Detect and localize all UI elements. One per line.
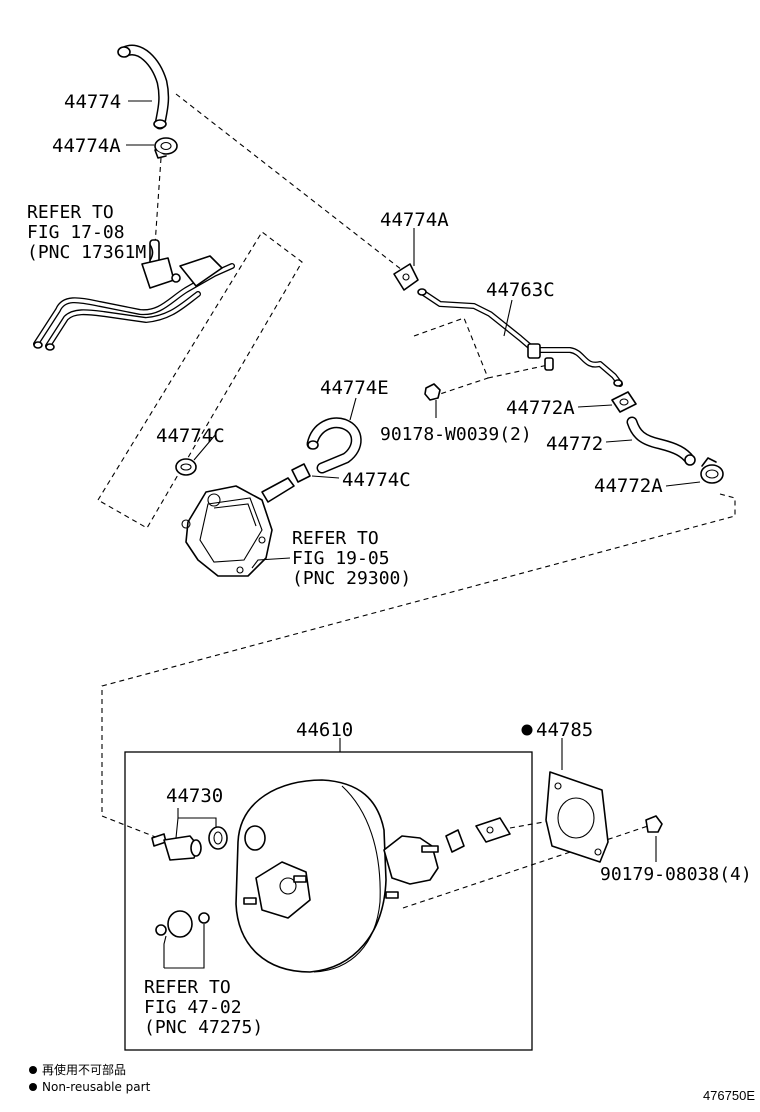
nut-90179 bbox=[645, 815, 663, 833]
push-rod-spacer bbox=[445, 829, 465, 853]
hose-44774 bbox=[117, 44, 170, 130]
label-44730: 44730 bbox=[166, 785, 223, 807]
reference-note-fig47: REFER TO FIG 47-02 (PNC 47275) bbox=[144, 977, 263, 1038]
label-44774A-mid: 44774A bbox=[380, 209, 449, 231]
vacuum-pump-29300 bbox=[181, 477, 295, 577]
ref-fig47-line2: FIG 47-02 bbox=[144, 997, 242, 1018]
label-44772: 44772 bbox=[546, 433, 603, 455]
check-valve-44730 bbox=[151, 833, 202, 861]
ref-fig47-line3: (PNC 47275) bbox=[144, 1017, 263, 1038]
part-labels: 44774 44774A 44774A 44763C 44774E 44772A… bbox=[52, 91, 752, 885]
label-44774C-right: 44774C bbox=[342, 469, 411, 491]
clevis-yoke bbox=[475, 817, 511, 843]
label-44785: 44785 bbox=[536, 719, 593, 741]
label-44772A-upper: 44772A bbox=[506, 397, 575, 419]
ref-fig19-line1: REFER TO bbox=[292, 528, 379, 549]
leader-lines bbox=[126, 100, 701, 969]
label-44763C: 44763C bbox=[486, 279, 555, 301]
clamp-44774C-right bbox=[291, 463, 311, 483]
grommet bbox=[208, 826, 228, 850]
ref-fig17-line2: FIG 17-08 bbox=[27, 222, 125, 243]
legend-english: Non-reusable part bbox=[42, 1080, 151, 1094]
ref-fig19-line2: FIG 19-05 bbox=[292, 548, 390, 569]
ref-fig47-line1: REFER TO bbox=[144, 977, 231, 998]
vacuum-pipe-assembly-17361M bbox=[33, 239, 235, 351]
clip-44772A-lower bbox=[700, 457, 724, 484]
gasket-44785 bbox=[545, 771, 609, 863]
reference-note-fig19: REFER TO FIG 19-05 (PNC 29300) bbox=[292, 528, 411, 589]
label-44610: 44610 bbox=[296, 719, 353, 741]
pipe-44763C bbox=[417, 288, 623, 387]
label-44774E: 44774E bbox=[320, 377, 389, 399]
ref-fig19-line3: (PNC 29300) bbox=[292, 568, 411, 589]
label-44774A-top: 44774A bbox=[52, 135, 121, 157]
label-44772A-lower: 44772A bbox=[594, 475, 663, 497]
figure-id: 476750E bbox=[703, 1088, 755, 1103]
legend-bullet-english bbox=[29, 1083, 37, 1091]
clip-44772A-upper bbox=[611, 391, 637, 413]
brake-booster-assembly-box bbox=[124, 751, 533, 1051]
legend-bullet-chinese bbox=[29, 1066, 37, 1074]
pump-group-dashed-box bbox=[97, 231, 303, 529]
nut-90178 bbox=[424, 383, 441, 401]
label-44774C-left: 44774C bbox=[156, 425, 225, 447]
ref-fig17-line1: REFER TO bbox=[27, 202, 114, 223]
clamp-44774C-left bbox=[175, 458, 197, 476]
label-90179: 90179-08038(4) bbox=[600, 864, 752, 885]
legend-chinese: 再使用不可部品 bbox=[42, 1062, 126, 1077]
label-44774: 44774 bbox=[64, 91, 121, 113]
legend: 再使用不可部品 Non-reusable part bbox=[29, 1062, 151, 1094]
hose-44772 bbox=[626, 416, 696, 466]
clip-44774A-top bbox=[154, 137, 178, 159]
hose-44774E bbox=[306, 417, 362, 474]
ref-fig17-line3: (PNC 17361M) bbox=[27, 242, 157, 263]
non-reusable-marker-44785 bbox=[521, 724, 533, 736]
seal-ring-47275 bbox=[155, 910, 210, 938]
label-90178: 90178-W0039(2) bbox=[380, 424, 532, 445]
clip-44774A-mid bbox=[393, 263, 419, 291]
reference-note-fig17: REFER TO FIG 17-08 (PNC 17361M) bbox=[27, 202, 157, 263]
brake-booster-44610 bbox=[235, 779, 439, 973]
